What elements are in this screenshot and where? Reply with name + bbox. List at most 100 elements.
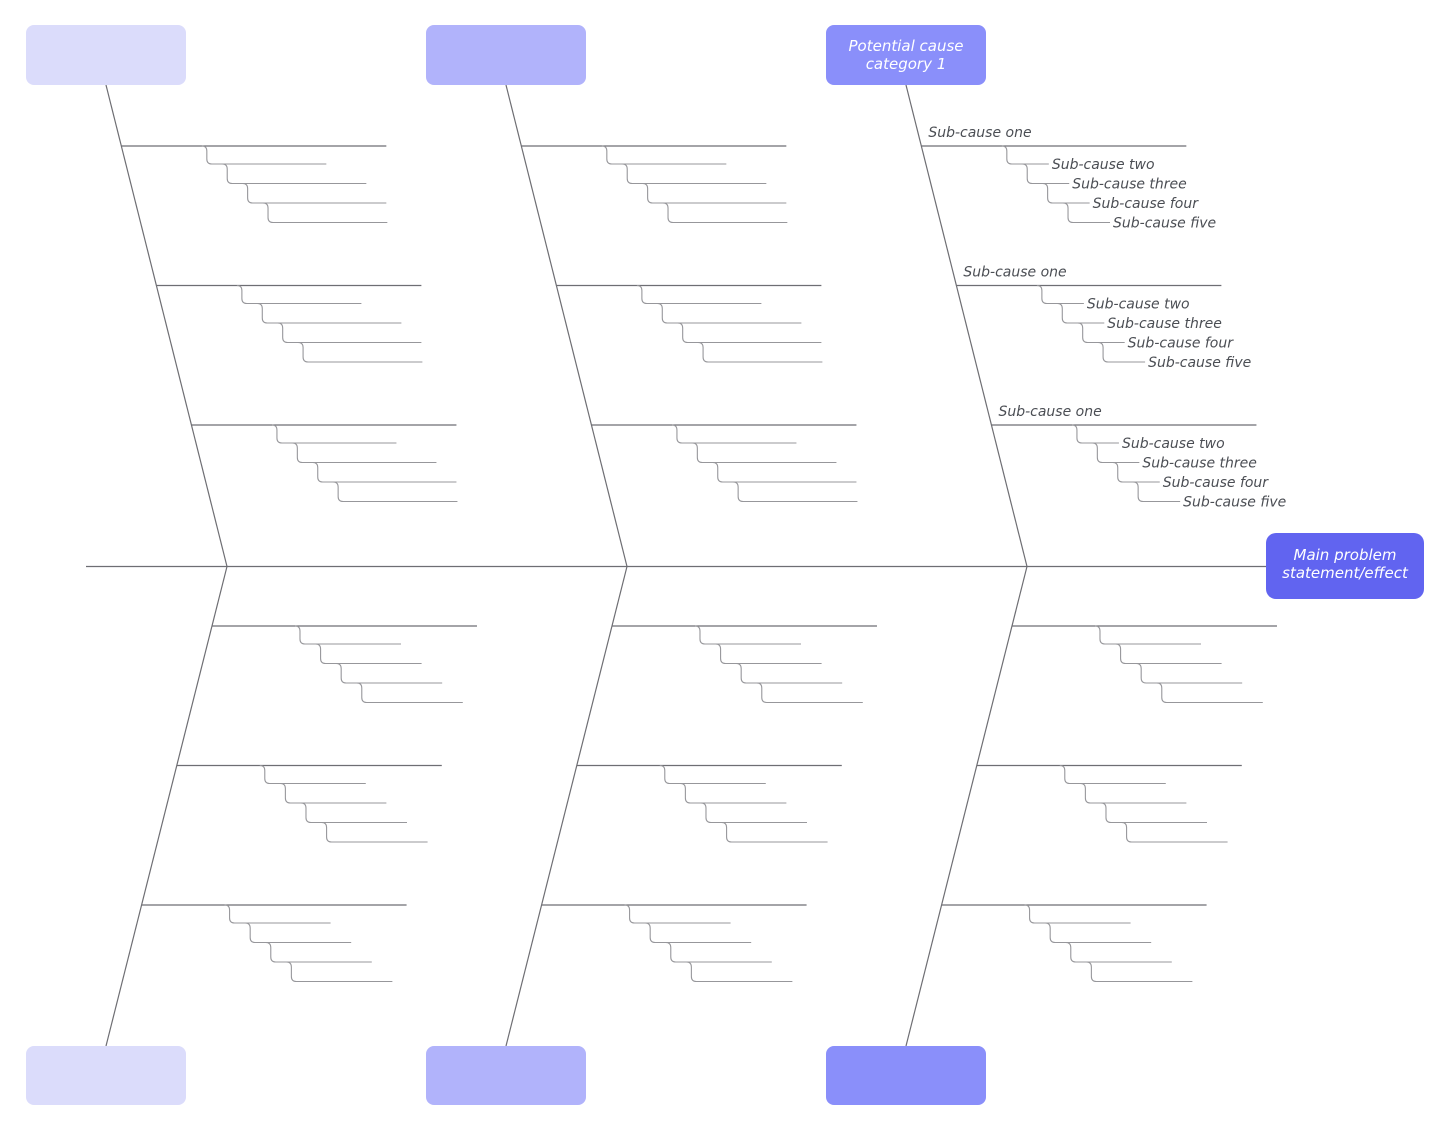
sub-cause-connector-line xyxy=(1042,182,1090,204)
sub-cause-connector-line xyxy=(280,782,387,804)
category-box-top-left[interactable] xyxy=(26,25,186,85)
sub-cause-connector-line xyxy=(315,643,422,665)
sub-cause-connector-line xyxy=(1024,904,1131,924)
main-problem-box[interactable] xyxy=(1266,533,1424,599)
sub-cause-connector-line xyxy=(645,922,752,944)
category-bone-line xyxy=(505,566,628,1047)
sub-cause-connector-line xyxy=(1086,961,1193,983)
sub-cause-connector-line xyxy=(259,764,366,785)
sub-cause-label[interactable]: Sub-cause one xyxy=(963,265,1066,281)
sub-cause-connector-line xyxy=(601,145,727,165)
sub-cause-connector-line xyxy=(733,481,858,503)
sub-cause-label[interactable]: Sub-cause four xyxy=(1163,475,1270,491)
sub-cause-connector-line xyxy=(1059,764,1166,785)
sub-cause-label[interactable]: Sub-cause five xyxy=(1183,495,1286,511)
sub-cause-connector-line xyxy=(265,941,372,963)
sub-cause-connector-line xyxy=(622,163,767,185)
sub-cause-connector-line xyxy=(1001,145,1049,165)
sub-cause-connector-line xyxy=(659,764,766,785)
sub-cause-label[interactable]: Sub-cause five xyxy=(1113,216,1216,232)
sub-cause-connector-line xyxy=(1133,481,1181,503)
sub-cause-connector-line xyxy=(698,341,823,363)
category-bone-line xyxy=(905,84,1028,567)
main-problem-label-line: statement/effect xyxy=(1282,564,1409,582)
sub-cause-label[interactable]: Sub-cause one xyxy=(998,404,1101,420)
sub-cause-connector-line xyxy=(245,922,352,944)
sub-cause-connector-line xyxy=(1077,322,1125,344)
main-problem-label-line: Main problem xyxy=(1294,546,1397,564)
sub-cause-connector-line xyxy=(1092,442,1140,464)
sub-cause-connector-line xyxy=(1071,424,1119,444)
sub-cause-connector-line xyxy=(1063,202,1111,224)
sub-cause-connector-line xyxy=(300,802,407,824)
sub-cause-connector-line xyxy=(694,625,801,645)
sub-cause-label[interactable]: Sub-cause three xyxy=(1107,316,1222,332)
sub-cause-label[interactable]: Sub-cause five xyxy=(1148,355,1251,371)
sub-cause-connector-line xyxy=(671,424,797,444)
sub-cause-connector-line xyxy=(263,202,388,224)
sub-cause-connector-line xyxy=(1057,302,1105,324)
sub-cause-connector-line xyxy=(333,481,458,503)
sub-cause-label[interactable]: Sub-cause two xyxy=(1052,157,1155,173)
sub-cause-connector-line xyxy=(736,662,843,684)
sub-cause-connector-line xyxy=(1022,163,1070,185)
sub-cause-connector-line xyxy=(715,643,822,665)
sub-cause-connector-line xyxy=(1094,625,1201,645)
sub-cause-connector-line xyxy=(1065,941,1172,963)
sub-cause-connector-line xyxy=(257,302,402,324)
category-box-label-line: Potential cause xyxy=(848,37,963,55)
sub-cause-connector-line xyxy=(657,302,802,324)
sub-cause-connector-line xyxy=(712,461,857,483)
sub-cause-connector-line xyxy=(1136,662,1243,684)
sub-cause-connector-line xyxy=(1080,782,1187,804)
sub-cause-connector-line xyxy=(298,341,423,363)
sub-cause-connector-line xyxy=(294,625,401,645)
sub-cause-connector-line xyxy=(321,821,428,843)
sub-cause-label[interactable]: Sub-cause two xyxy=(1087,297,1190,313)
sub-cause-connector-line xyxy=(356,682,463,704)
sub-cause-label[interactable]: Sub-cause four xyxy=(1128,336,1235,352)
sub-cause-connector-line xyxy=(677,322,822,344)
category-box-label-line: category 1 xyxy=(866,55,947,73)
sub-cause-label[interactable]: Sub-cause two xyxy=(1122,436,1225,452)
category-box-bottom-right[interactable] xyxy=(826,1046,986,1105)
sub-cause-connector-line xyxy=(1121,821,1228,843)
sub-cause-label[interactable]: Sub-cause three xyxy=(1142,456,1257,472)
sub-cause-connector-line xyxy=(236,284,362,305)
category-bone-line xyxy=(905,566,1028,1047)
sub-cause-connector-line xyxy=(312,461,457,483)
sub-cause-connector-line xyxy=(1045,922,1152,944)
sub-cause-connector-line xyxy=(700,802,807,824)
sub-cause-connector-line xyxy=(1098,341,1146,363)
sub-cause-connector-line xyxy=(636,284,762,305)
sub-cause-connector-line xyxy=(1036,284,1084,305)
sub-cause-label[interactable]: Sub-cause one xyxy=(928,125,1031,141)
sub-cause-connector-line xyxy=(756,682,863,704)
category-box-bottom-left[interactable] xyxy=(26,1046,186,1105)
sub-cause-connector-line xyxy=(1115,643,1222,665)
sub-cause-connector-line xyxy=(665,941,772,963)
sub-cause-label[interactable]: Sub-cause four xyxy=(1093,196,1200,212)
category-bone-line xyxy=(105,566,228,1047)
sub-cause-connector-line xyxy=(1100,802,1207,824)
sub-cause-connector-line xyxy=(1156,682,1263,704)
category-box-top-middle[interactable] xyxy=(426,25,586,85)
sub-cause-connector-line xyxy=(692,442,837,464)
sub-cause-connector-line xyxy=(271,424,397,444)
sub-cause-connector-line xyxy=(286,961,393,983)
sub-cause-connector-line xyxy=(292,442,437,464)
category-box-bottom-middle[interactable] xyxy=(426,1046,586,1105)
sub-cause-connector-line xyxy=(242,182,387,204)
sub-cause-connector-line xyxy=(663,202,788,224)
category-box-top-right[interactable] xyxy=(826,25,986,85)
sub-cause-connector-line xyxy=(222,163,367,185)
sub-cause-connector-line xyxy=(624,904,731,924)
sub-cause-connector-line xyxy=(642,182,787,204)
sub-cause-connector-line xyxy=(277,322,422,344)
sub-cause-connector-line xyxy=(680,782,787,804)
sub-cause-label[interactable]: Sub-cause three xyxy=(1072,177,1187,193)
category-bone-line xyxy=(105,84,228,567)
